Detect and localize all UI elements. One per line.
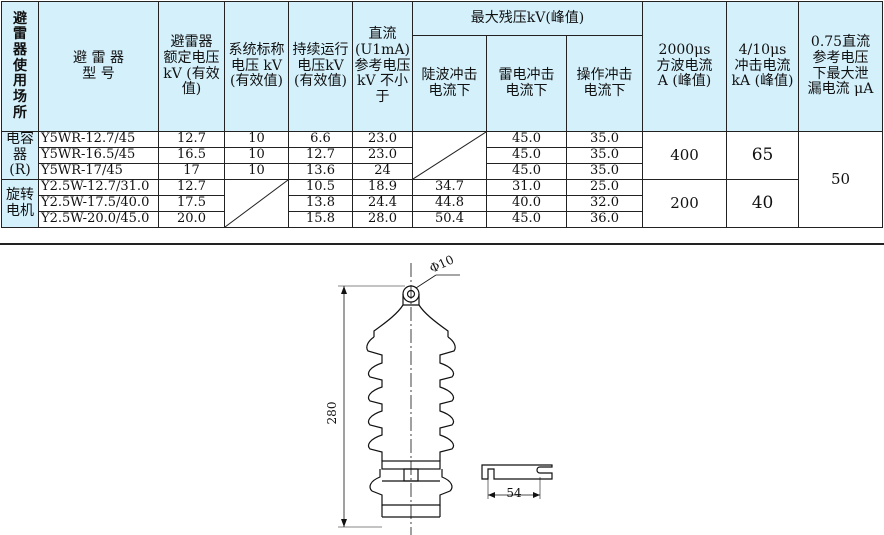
header-dc-reference-text: 直流 (U1mA) 参考电压 kV 不小于 <box>354 26 411 105</box>
header-system-voltage: 系统标称 电压 kV (有效值) <box>224 1 289 132</box>
header-impulse: 4/10μs 冲击电流 kA (峰值) <box>726 1 800 132</box>
group-capacitor-text: 电容器(R) <box>6 131 34 179</box>
table-cell-switching: 36.0 <box>565 211 644 229</box>
header-switching-text: 操作冲击 电流下 <box>576 66 633 99</box>
diameter-label: Φ10 <box>427 255 456 276</box>
specification-table: 避雷器使用场所 避 雷 器 型 号 避雷器 额定电压 kV (有效值) 系统标称… <box>1 1 884 229</box>
table-cell-system: 10 <box>224 162 289 181</box>
table-cell-model: Y2.5W-12.7/31.0 <box>38 179 159 197</box>
table-cell-continuous: 12.7 <box>288 147 353 164</box>
table-cell-model: Y5WR-17/45 <box>38 162 159 181</box>
table-cell-continuous: 13.6 <box>288 162 353 181</box>
header-location-text: 避雷器使用场所 <box>13 10 27 121</box>
table-cell-switching: 25.0 <box>565 179 644 197</box>
table-cell-model: Y5WR-16.5/45 <box>38 147 159 164</box>
arrester-drawing: Φ10 280 54 <box>325 255 553 535</box>
header-impulse-text: 4/10μs 冲击电流 kA (峰值) <box>731 41 794 90</box>
header-max-residual: 最大残压kV(峰值) <box>411 1 644 36</box>
table-cell-dc: 23.0 <box>352 147 413 164</box>
table-cell-dc: 23.0 <box>352 131 413 148</box>
table-cell-continuous: 15.8 <box>288 211 353 229</box>
table-cell-impulse: 40 <box>726 179 800 229</box>
table-cell-switching: 35.0 <box>565 131 644 148</box>
table-cell-continuous: 13.8 <box>288 195 353 213</box>
table-cell-model: Y2.5W-20.0/45.0 <box>38 211 159 229</box>
table-cell-continuous: 6.6 <box>288 131 353 148</box>
header-square-wave-text: 2000μs 方波电流 A (峰值) <box>656 41 713 90</box>
header-model: 避 雷 器 型 号 <box>38 1 159 132</box>
table-cell-impulse: 65 <box>726 130 800 181</box>
table-cell-steep: 34.7 <box>412 179 487 197</box>
header-steep-wave-text: 陡波冲击 电流下 <box>421 66 478 99</box>
table-bottom-rule <box>0 243 884 245</box>
header-system-voltage-text: 系统标称 电压 kV (有效值) <box>228 41 285 90</box>
table-cell-square-wave: 200 <box>642 179 728 229</box>
header-location: 避雷器使用场所 <box>1 1 39 132</box>
arrester-outline <box>366 285 456 518</box>
header-leakage: 0.75直流 参考电压 下最大泄 漏电流 μA <box>798 1 884 132</box>
header-lightning: 雷电冲击 电流下 <box>486 35 567 132</box>
table-cell-rated: 17 <box>158 162 225 181</box>
header-leakage-text: 0.75直流 参考电压 下最大泄 漏电流 μA <box>807 34 874 98</box>
header-rated-voltage-text: 避雷器 额定电压 kV (有效值) <box>163 34 220 98</box>
header-max-residual-text: 最大残压kV(峰值) <box>470 9 585 26</box>
table-cell-lightning: 45.0 <box>486 147 567 164</box>
table-cell-steep: 44.8 <box>412 195 487 213</box>
table-cell-leakage: 50 <box>798 130 884 229</box>
table-cell-lightning: 45.0 <box>486 211 567 229</box>
table-cell-steep-na <box>412 130 487 181</box>
diameter-dimension: Φ10 <box>415 255 460 289</box>
header-lightning-text: 雷电冲击 电流下 <box>498 66 555 99</box>
table-cell-rated: 16.5 <box>158 147 225 164</box>
table-cell-continuous: 10.5 <box>288 179 353 197</box>
table-cell-dc: 28.0 <box>352 211 413 229</box>
group-motor: 旋转电机 <box>1 179 39 229</box>
header-steep-wave: 陡波冲击 电流下 <box>412 35 487 132</box>
table-cell-lightning: 45.0 <box>486 131 567 148</box>
height-dimension: 280 <box>325 285 405 528</box>
table-cell-lightning: 45.0 <box>486 162 567 181</box>
header-square-wave: 2000μs 方波电流 A (峰值) <box>642 1 728 132</box>
header-model-text: 避 雷 器 型 号 <box>73 49 124 82</box>
table-cell-lightning: 40.0 <box>486 195 567 213</box>
height-label: 280 <box>325 402 339 425</box>
table-cell-model: Y5WR-12.7/45 <box>38 131 159 148</box>
header-continuous-voltage-text: 持续运行 电压kV (有效值) <box>292 41 349 90</box>
table-cell-system: 10 <box>224 131 289 148</box>
table-cell-system: 10 <box>224 147 289 164</box>
table-cell-switching: 32.0 <box>565 195 644 213</box>
group-motor-text: 旋转电机 <box>6 186 34 219</box>
table-cell-dc: 24.4 <box>352 195 413 213</box>
table-cell-lightning: 31.0 <box>486 179 567 197</box>
table-cell-rated: 17.5 <box>158 195 225 213</box>
table-cell-switching: 35.0 <box>565 162 644 181</box>
table-cell-square-wave: 400 <box>642 130 728 181</box>
header-switching: 操作冲击 电流下 <box>565 35 644 132</box>
table-cell-switching: 35.0 <box>565 147 644 164</box>
table-cell-rated: 12.7 <box>158 131 225 148</box>
header-dc-reference: 直流 (U1mA) 参考电压 kV 不小于 <box>352 1 413 132</box>
bracket-label: 54 <box>506 486 522 500</box>
bracket-detail <box>481 464 553 499</box>
table-cell-system-na <box>224 179 289 229</box>
diagonal-slash <box>225 180 288 227</box>
header-continuous-voltage: 持续运行 电压kV (有效值) <box>288 1 353 132</box>
table-cell-dc: 18.9 <box>352 179 413 197</box>
table-cell-dc: 24 <box>352 162 413 181</box>
group-capacitor: 电容器(R) <box>1 130 39 181</box>
header-rated-voltage: 避雷器 额定电压 kV (有效值) <box>158 1 225 132</box>
table-cell-rated: 12.7 <box>158 179 225 197</box>
table-cell-model: Y2.5W-17.5/40.0 <box>38 195 159 213</box>
table-cell-rated: 20.0 <box>158 211 225 229</box>
diagonal-slash <box>413 132 486 179</box>
table-cell-steep: 50.4 <box>412 211 487 229</box>
